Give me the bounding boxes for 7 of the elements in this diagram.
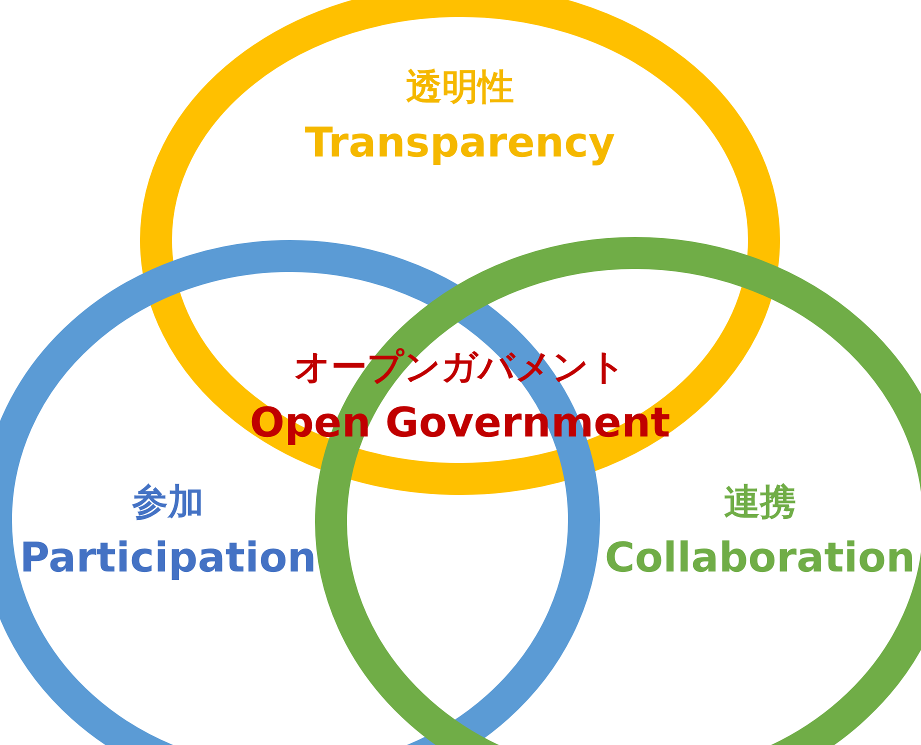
circle-heading: 連携 — [724, 483, 796, 523]
circle-subheading: Transparency — [304, 120, 616, 166]
circle-heading: 透明性 — [406, 68, 514, 108]
center-heading: オープンガバメント — [294, 348, 626, 388]
circle-subheading: Collaboration — [604, 535, 916, 581]
circle-heading: 参加 — [132, 483, 204, 523]
circle-subheading: Participation — [20, 535, 316, 581]
